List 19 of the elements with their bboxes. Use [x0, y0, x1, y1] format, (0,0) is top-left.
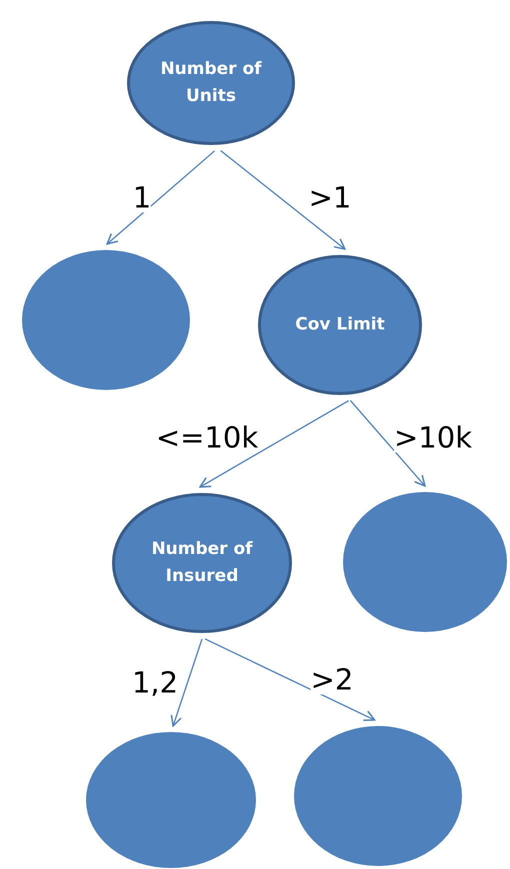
arrow — [199, 400, 349, 488]
decision-node — [127, 21, 295, 145]
decision-node — [258, 255, 422, 395]
leaf-node — [86, 732, 256, 868]
node-label: Cov Limit — [294, 313, 386, 336]
arrow — [170, 638, 203, 727]
arrow — [350, 400, 426, 487]
node-label: Number of Units — [159, 58, 263, 108]
node-label: Number of Insured — [150, 538, 254, 588]
leaf-node — [22, 250, 190, 390]
leaf-node — [343, 492, 507, 632]
edge-label: >2 — [310, 666, 354, 694]
decision-node — [112, 493, 292, 633]
arrow — [220, 150, 346, 250]
arrow — [106, 150, 215, 245]
arrow — [204, 638, 376, 721]
edge-label: 1 — [132, 184, 152, 212]
leaf-node — [294, 726, 462, 866]
edge-label: >10k — [394, 424, 472, 452]
